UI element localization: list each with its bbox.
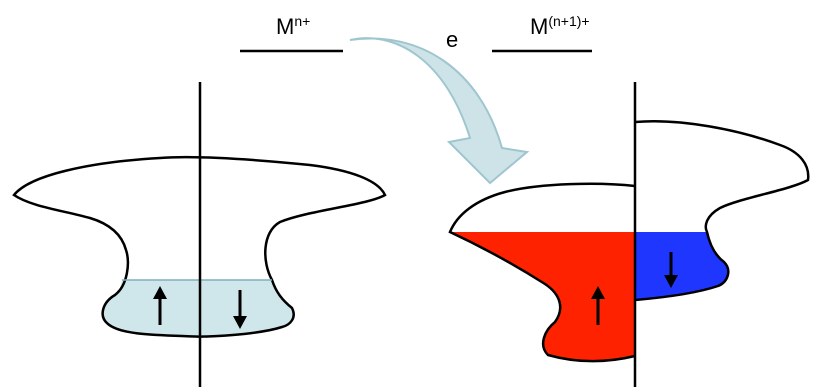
left-ion-label: Mn+ (276, 13, 310, 39)
right-spin-down-arrow-icon (664, 252, 678, 288)
right-dos-outline-right (634, 119, 810, 302)
left-filled-band (102, 280, 294, 337)
curved-arrow-icon (349, 37, 530, 185)
right-spin-down-filled-region (635, 232, 729, 300)
left-spin-up-arrow-icon (153, 286, 167, 325)
left-spin-down-arrow-icon (233, 290, 247, 329)
left-dos-outline (12, 155, 387, 338)
right-ion-label: M(n+1)+ (530, 13, 590, 39)
right-spin-up-arrow-icon (591, 286, 605, 325)
right-ion-base: M (530, 14, 548, 39)
right-spin-up-filled-region (450, 232, 635, 362)
left-ion-base: M (276, 14, 294, 39)
right-dos-outline-left (448, 182, 636, 363)
right-ion-superscript: (n+1)+ (548, 13, 589, 29)
left-ion-superscript: n+ (294, 13, 310, 29)
electron-label: e (446, 27, 458, 52)
